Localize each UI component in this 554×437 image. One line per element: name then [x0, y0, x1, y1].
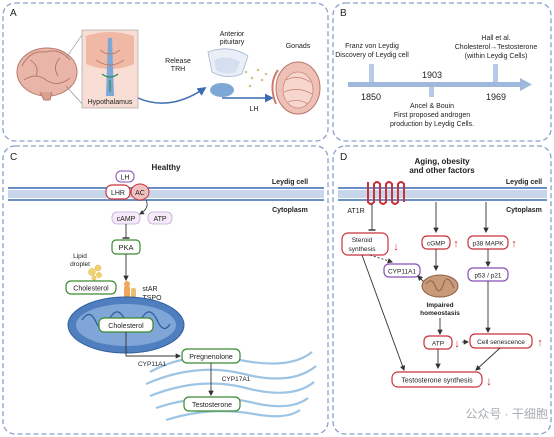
panel-d-label: D: [340, 152, 347, 163]
panel-d-title-2: and other factors: [409, 166, 475, 175]
lhr-label: LHR: [111, 190, 125, 197]
star-label: stAR: [142, 286, 157, 293]
steroid-down-arrow: ↓: [393, 241, 399, 253]
event-1850-line1: Franz von Leydig: [345, 43, 399, 50]
impaired-label-2: homeostasis: [420, 310, 460, 317]
p53-label: p53 / p21: [474, 273, 501, 280]
lipid-droplet-icon: [88, 264, 102, 281]
membrane-c: [8, 187, 324, 201]
watermark: 公众号 · 干细胞: [465, 407, 548, 421]
cholesterol-box: [65, 280, 117, 295]
cyp11a1-label-c: CYP11A1: [138, 361, 166, 368]
steroid-to-cyp11a1-dashed: [369, 254, 394, 264]
lhr-box: [105, 184, 131, 200]
pka-label: PKA: [118, 243, 133, 252]
panel-c-title: Healthy: [152, 163, 181, 172]
testosterone-label-c: Testosterone: [192, 402, 232, 409]
senescence-label: Cell senescence: [477, 339, 525, 346]
impaired-label-1: Impaired: [426, 302, 453, 309]
event-1903-line2: First proposed androgen: [394, 112, 470, 119]
cyp11a1-box-d: [383, 263, 421, 278]
mito-to-cyp11a1-arrow: [417, 275, 425, 283]
hypothalamus-label: Hypothalamus: [88, 99, 133, 106]
panel-c: C Healthy Leydig cell Cytoplasm LH LHR A…: [2, 145, 329, 435]
event-1903-line1: Ancel & Bouin: [410, 103, 454, 110]
panel-c-label: C: [10, 152, 17, 163]
lh-label-c: LH: [121, 175, 130, 182]
cgmp-up-arrow: ↑: [453, 238, 459, 250]
lh-label-a: LH: [250, 106, 259, 113]
event-1903-line3: production by Leydig Cells.: [390, 121, 474, 128]
ac-label: AC: [135, 190, 145, 197]
year-1850: 1850: [361, 92, 381, 102]
anterior-label: Anterior: [220, 31, 245, 38]
senescence-to-testosterone-arrow: [475, 347, 501, 371]
tspo-label: TSPO: [142, 295, 162, 302]
pituitary-illustration: [207, 48, 249, 97]
leydig-cell-label-c: Leydig cell: [272, 179, 308, 186]
mito-cholesterol-label: Cholesterol: [108, 323, 144, 330]
cytoplasm-label-d: Cytoplasm: [506, 207, 542, 214]
testosterone-box-c: [183, 396, 241, 412]
cyp17a1-label: CYP17A1: [222, 376, 251, 383]
senescence-up-arrow: ↑: [537, 337, 543, 349]
atp-box-c: [147, 211, 173, 225]
event-1969-line3: (within Leydig Cells): [465, 53, 528, 60]
lipid-label-1: Lipid: [73, 253, 87, 260]
lh-box: [115, 170, 135, 183]
cytoplasm-label-c: Cytoplasm: [272, 207, 308, 214]
leydig-cell-label-d: Leydig cell: [506, 179, 542, 186]
p38-up-arrow: ↑: [511, 238, 517, 250]
cyp11a1-label-d: CYP11A1: [388, 269, 416, 276]
steroid-label-2: synthesis: [348, 246, 376, 253]
brain-illustration: [16, 47, 78, 101]
damaged-mitochondrion: [421, 274, 459, 298]
cgmp-label: cGMP: [427, 241, 445, 248]
testosterone-synthesis-label: Testosterone synthesis: [401, 378, 473, 385]
at1r-label: AT1R: [347, 208, 364, 215]
atp-down-arrow: ↓: [454, 338, 460, 350]
cholesterol-label: Cholesterol: [73, 286, 109, 293]
gonads-label: Gonads: [286, 43, 311, 50]
ac-box: [130, 183, 150, 201]
year-1969: 1969: [486, 92, 506, 102]
cholesterol-to-pregnenolone-arrow: [125, 332, 182, 359]
camp-label: cAMP: [117, 216, 136, 223]
at1r-receptor-icon: [367, 181, 405, 205]
panel-b: B Franz von Leydig Discovery of Leydig c…: [332, 2, 552, 142]
hypothalamus-illustration: [81, 29, 139, 109]
panel-d: D Aging, obesity and other factors Leydi…: [332, 145, 552, 435]
pituitary-label: pituitary: [220, 39, 245, 46]
trh-arrow: [137, 86, 207, 104]
atp-label-c: ATP: [153, 216, 166, 223]
membrane-d: [338, 187, 547, 201]
atp-label-d: ATP: [432, 341, 444, 348]
trh-label: TRH: [171, 66, 185, 73]
panel-b-label: B: [340, 8, 347, 19]
panel-a: A Hypothalamus Release TRH An: [2, 2, 329, 142]
event-1969-line1: Hall et al.: [481, 35, 510, 42]
panel-d-title-1: Aging, obesity: [414, 157, 470, 166]
event-1850-line2: Discovery of Leydig cell: [335, 52, 409, 59]
testosterone-down-arrow: ↓: [486, 374, 492, 388]
lh-particles: [244, 68, 268, 88]
release-label: Release: [165, 58, 191, 65]
pregnenolone-label: Pregnenolone: [189, 354, 233, 361]
steroid-label-1: Steroid: [352, 237, 373, 244]
timeline: [348, 64, 532, 97]
testosterone-synthesis-box: [391, 371, 483, 388]
ac-to-camp-arrow: [139, 199, 148, 215]
year-1903: 1903: [422, 70, 442, 80]
panel-a-label: A: [10, 8, 17, 19]
event-1969-line2: Cholesterol→Testosterone: [455, 44, 538, 51]
steroid-synthesis-box: [341, 232, 389, 256]
steroid-to-testosterone-arrow: [361, 254, 406, 372]
gonads-illustration: [271, 61, 321, 115]
lipid-label-2: droplet: [70, 261, 90, 268]
p38-label: p38 MAPK: [472, 241, 504, 248]
senescence-box: [469, 333, 533, 349]
